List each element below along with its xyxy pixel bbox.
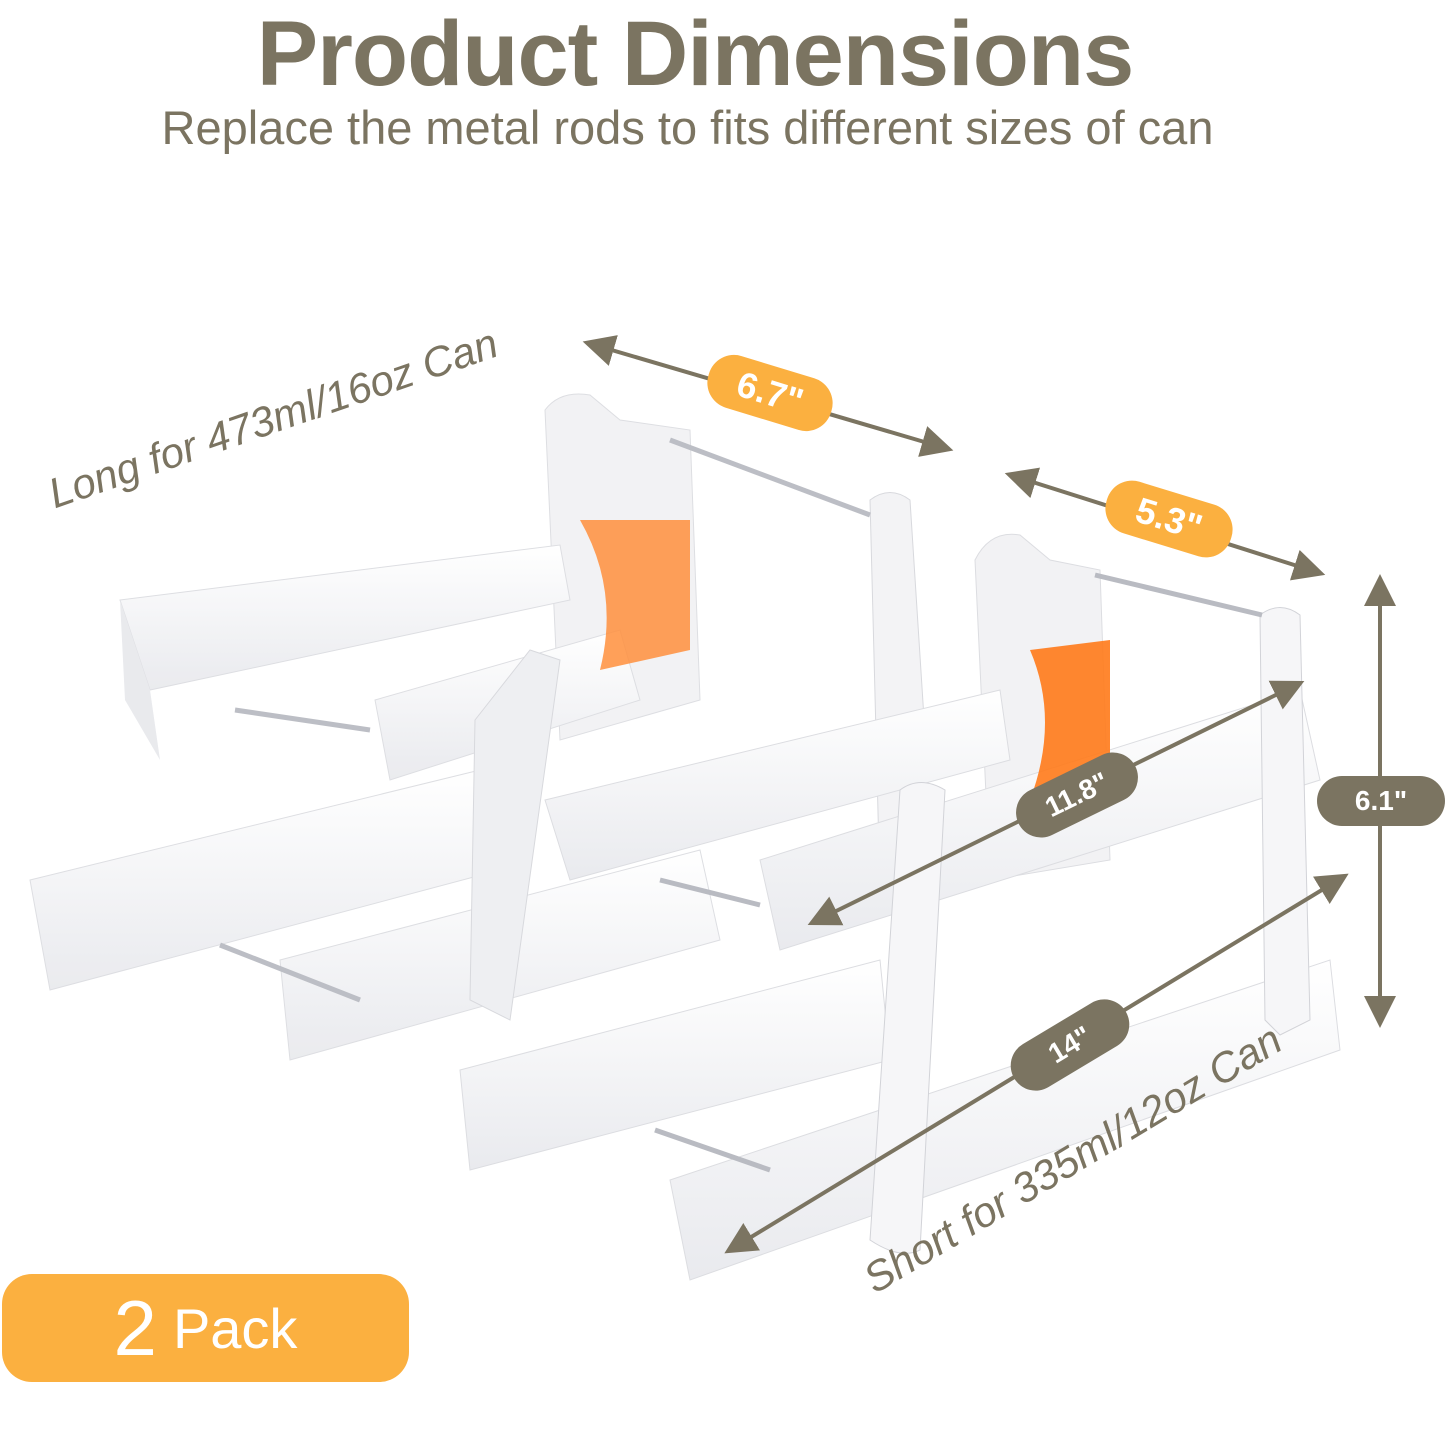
page-title: Product Dimensions [256,3,1135,105]
rack-long [29,393,936,1061]
pack-count-badge: 2 Pack [2,1274,409,1382]
dim-badge-6-1: 6.1" [1317,776,1445,826]
pack-word: Pack [172,1296,298,1360]
page-subtitle: Replace the metal rods to fits different… [161,101,1214,154]
pack-count: 2 [113,1283,157,1372]
